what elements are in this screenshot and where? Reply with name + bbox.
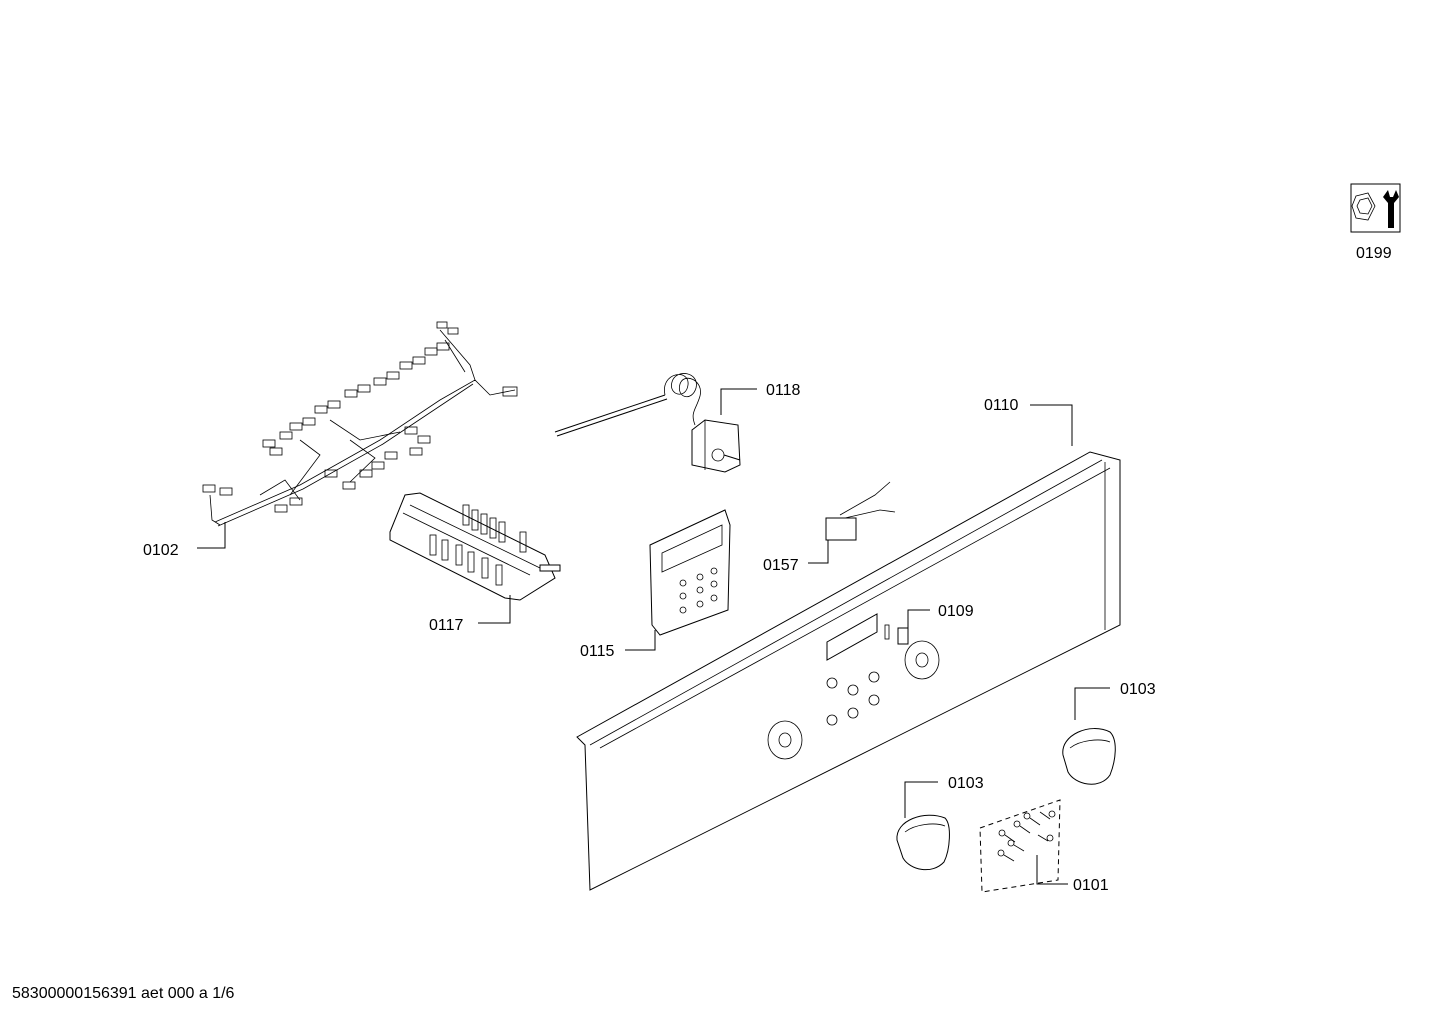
label-0110: 0110 bbox=[984, 397, 1019, 414]
label-0103-lower: 0103 bbox=[948, 775, 984, 792]
label-0103-upper: 0103 bbox=[1120, 681, 1156, 698]
part-0199-tool-kit-icon bbox=[1350, 183, 1401, 233]
part-0110-control-panel bbox=[576, 404, 1121, 891]
part-0103-control-knob-upper bbox=[1062, 687, 1116, 785]
label-0199: 0199 bbox=[1356, 245, 1392, 262]
part-0117-selector-switch bbox=[389, 492, 561, 624]
part-0101-screw-set bbox=[979, 799, 1068, 893]
part-0109-indicator-lens bbox=[897, 609, 930, 645]
label-0157: 0157 bbox=[763, 557, 799, 574]
part-0103-control-knob-lower bbox=[896, 781, 950, 871]
part-0115-clock-module bbox=[625, 509, 731, 651]
part-0102-wiring-harness bbox=[197, 321, 518, 549]
label-0115: 0115 bbox=[580, 643, 615, 660]
label-0102: 0102 bbox=[143, 542, 179, 559]
label-0118: 0118 bbox=[766, 382, 801, 399]
footer-document-code: 58300000156391 aet 000 a 1/6 bbox=[12, 985, 235, 1002]
part-0157-small-switch bbox=[808, 481, 896, 564]
label-0109: 0109 bbox=[938, 603, 974, 620]
label-0101: 0101 bbox=[1073, 877, 1109, 894]
part-0118-thermostat bbox=[554, 373, 757, 473]
label-0117: 0117 bbox=[429, 617, 464, 634]
